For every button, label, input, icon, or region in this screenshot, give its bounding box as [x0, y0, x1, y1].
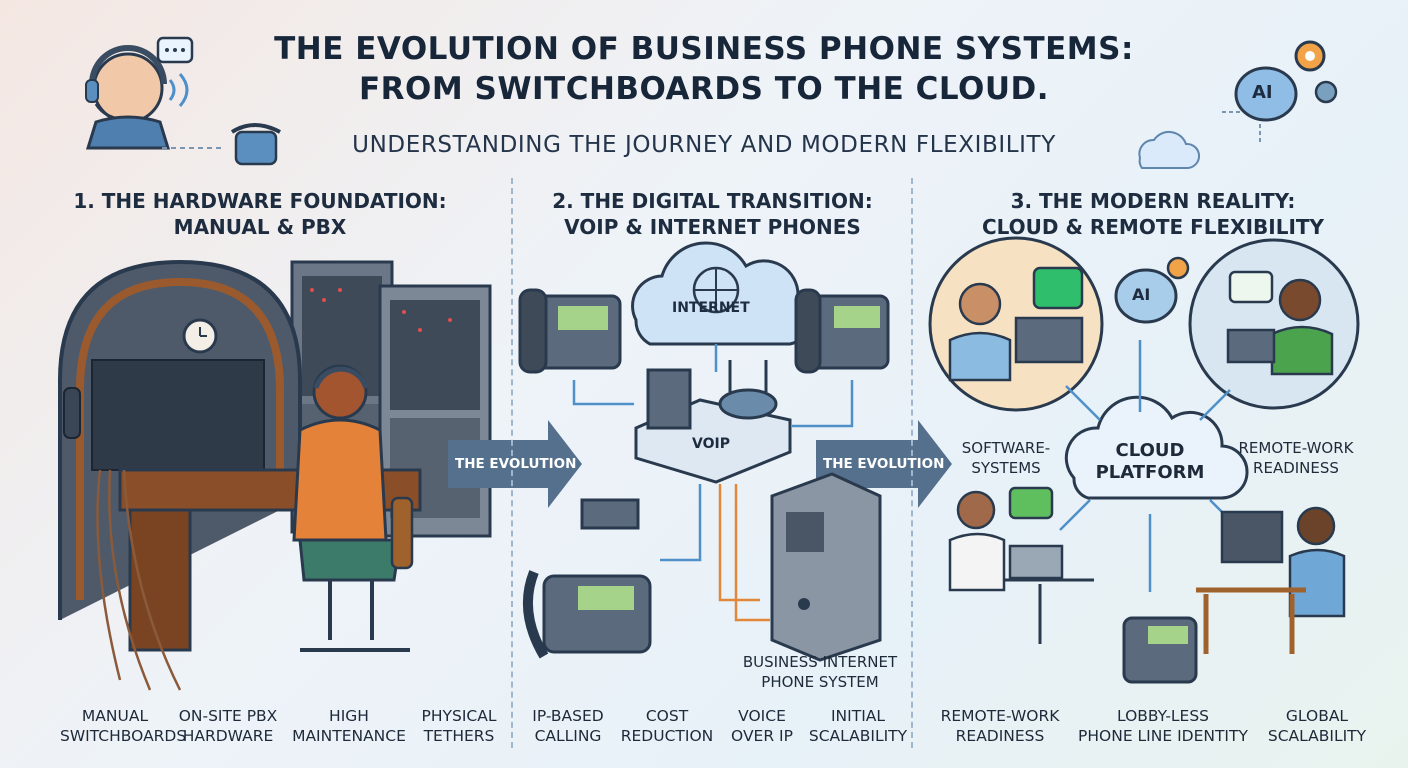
cloud-platform-label: CLOUD PLATFORM — [1090, 440, 1210, 484]
label-line-2: CALLING — [534, 727, 602, 745]
switchboard — [58, 259, 422, 691]
label-line-1: LOBBY-LESS — [1116, 707, 1210, 725]
server-tower — [770, 472, 882, 662]
label-line-1: ON-SITE PBX — [178, 707, 278, 725]
section-2-title-line-2: VOIP & INTERNET PHONES — [564, 215, 861, 239]
voip-router — [580, 360, 792, 530]
label-line-1: HIGH — [329, 707, 369, 725]
label-ip-based-calling: IP-BASED CALLING — [526, 706, 610, 746]
headset-agent-icon — [85, 36, 194, 150]
cloud-platform-line-1: CLOUD — [1115, 440, 1185, 461]
evolution-arrow-1-label: THE EVOLUTION — [455, 456, 577, 472]
cloud-ai-brain — [1114, 256, 1190, 324]
label-line-1: GLOBAL — [1285, 707, 1349, 725]
label-line-1: MANUAL — [81, 707, 149, 725]
label-lobby-less-identity: LOBBY-LESS PHONE LINE IDENTITY — [1076, 706, 1250, 746]
label-line-2: REDUCTION — [620, 727, 714, 745]
server-label-line-2: PHONE SYSTEM — [761, 673, 879, 691]
label-line-1: PHYSICAL — [421, 707, 497, 725]
remote-work-callout-line-1: REMOTE-WORK — [1238, 439, 1354, 457]
evolution-arrow-2-label: THE EVOLUTION — [823, 456, 945, 472]
section-divider-1 — [511, 178, 513, 748]
network-lines — [572, 344, 854, 622]
section-3-title-line-1: 3. THE MODERN REALITY: — [1010, 189, 1296, 213]
remote-work-callout-line-2: READINESS — [1253, 459, 1339, 477]
server-label-line-1: BUSINESS INTERNET — [742, 653, 898, 671]
section-2-title: 2. THE DIGITAL TRANSITION: VOIP & INTERN… — [520, 188, 905, 240]
label-line-1: COST — [645, 707, 689, 725]
section-2-title-line-1: 2. THE DIGITAL TRANSITION: — [552, 189, 873, 213]
ai-brain-icon — [1220, 40, 1338, 144]
cloud-icon — [1138, 130, 1200, 169]
section-3-title-line-2: CLOUD & REMOTE FLEXIBILITY — [981, 215, 1325, 239]
page-subtitle: UNDERSTANDING THE JOURNEY AND MODERN FLE… — [352, 132, 1056, 158]
label-line-2: SWITCHBOARDS — [60, 727, 187, 745]
section-1-title-line-2: MANUAL & PBX — [173, 215, 347, 239]
label-line-2: OVER IP — [731, 727, 793, 745]
label-line-1: INITIAL — [830, 707, 885, 725]
voip-label: VOIP — [692, 436, 730, 452]
internet-label: INTERNET — [672, 300, 750, 316]
label-line-2: SCALABILITY — [808, 727, 908, 745]
label-line-1: IP-BASED — [532, 707, 604, 725]
label-line-1: REMOTE-WORK — [940, 707, 1060, 725]
software-systems-line-1: SOFTWARE- — [961, 439, 1051, 457]
remote-worker-circles — [928, 236, 1360, 412]
label-line-2: MAINTENANCE — [292, 727, 406, 745]
label-line-2: PHONE LINE IDENTITY — [1078, 727, 1248, 745]
label-initial-scalability: INITIAL SCALABILITY — [806, 706, 910, 746]
label-global-scalability: GLOBAL SCALABILITY — [1262, 706, 1372, 746]
business-phone-system-label: BUSINESS INTERNET PHONE SYSTEM — [730, 652, 910, 692]
label-line-1: VOICE — [738, 707, 786, 725]
software-systems-line-2: SYSTEMS — [971, 459, 1041, 477]
label-onsite-pbx-hardware: ON-SITE PBX HARDWARE — [178, 706, 278, 746]
page-title-line-1: THE EVOLUTION OF BUSINESS PHONE SYSTEMS: — [274, 31, 1134, 67]
remote-workers-bottom — [948, 486, 1346, 654]
label-high-maintenance: HIGH MAINTENANCE — [290, 706, 408, 746]
cloud-platform-line-2: PLATFORM — [1095, 462, 1205, 483]
cloud-platform-shape — [1064, 395, 1249, 500]
section-3-title: 3. THE MODERN REALITY: CLOUD & REMOTE FL… — [918, 188, 1388, 240]
label-line-2: HARDWARE — [182, 727, 274, 745]
label-remote-work-readiness: REMOTE-WORK READINESS — [932, 706, 1068, 746]
evolution-arrow-1 — [448, 420, 582, 508]
remote-work-callout: REMOTE-WORK READINESS — [1226, 438, 1366, 478]
cloud-connectors — [1059, 340, 1241, 592]
operator-figure — [292, 364, 414, 652]
label-line-2: SCALABILITY — [1267, 727, 1367, 745]
label-manual-switchboards: MANUAL SWITCHBOARDS — [60, 706, 187, 746]
page-title-line-2: FROM SWITCHBOARDS TO THE CLOUD. — [358, 71, 1050, 107]
label-voice-over-ip: VOICE OVER IP — [722, 706, 802, 746]
header-ai-badge: AI — [1252, 82, 1273, 103]
label-line-2: READINESS — [955, 727, 1045, 745]
label-cost-reduction: COST REDUCTION — [618, 706, 716, 746]
section-divider-2 — [911, 178, 913, 748]
section-1-title: 1. THE HARDWARE FOUNDATION: MANUAL & PBX — [20, 188, 500, 240]
cloud-ai-badge: AI — [1132, 285, 1151, 304]
desk-phone-icon — [518, 288, 1198, 684]
telephone-icon — [162, 123, 281, 166]
section-1-title-line-1: 1. THE HARDWARE FOUNDATION: — [73, 189, 447, 213]
label-line-2: TETHERS — [423, 727, 495, 745]
internet-cloud — [631, 241, 813, 346]
label-physical-tethers: PHYSICAL TETHERS — [414, 706, 504, 746]
software-systems-callout: SOFTWARE- SYSTEMS — [946, 438, 1066, 478]
